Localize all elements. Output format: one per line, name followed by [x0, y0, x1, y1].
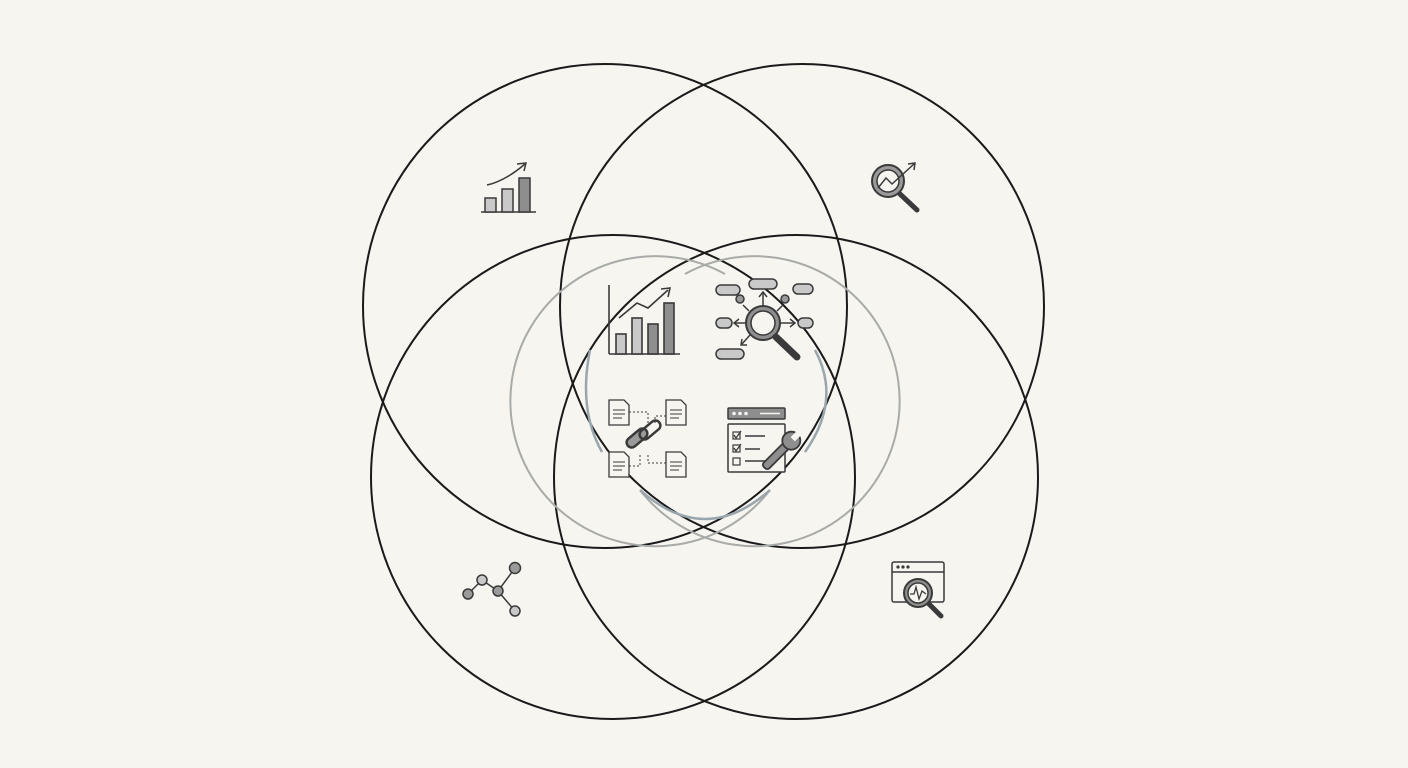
- analytics-chart-icon: [608, 285, 680, 355]
- circle-top-left: [362, 63, 848, 549]
- node-graph-icon: [462, 561, 522, 617]
- circle-bottom-left: [370, 234, 856, 720]
- browser-monitor-search-icon: [891, 561, 945, 619]
- inner-ring-right: [639, 255, 901, 548]
- keyword-research-icon: [715, 278, 814, 361]
- checklist-wrench-icon: [727, 407, 802, 473]
- inner-arc-left: [584, 349, 604, 453]
- inner-rings: [509, 255, 901, 548]
- inner-arc-accents: [584, 349, 828, 521]
- inner-arc-bottom: [639, 489, 771, 521]
- inner-arc-right: [803, 349, 828, 453]
- linked-documents-icon: [608, 399, 687, 478]
- trend-magnifier-icon: [871, 162, 920, 213]
- venn-circles: [362, 63, 1045, 720]
- inner-ring-left: [509, 255, 771, 548]
- circle-bottom-right: [553, 234, 1039, 720]
- circle-top-right: [559, 63, 1045, 549]
- bar-chart-growth-icon: [481, 162, 536, 213]
